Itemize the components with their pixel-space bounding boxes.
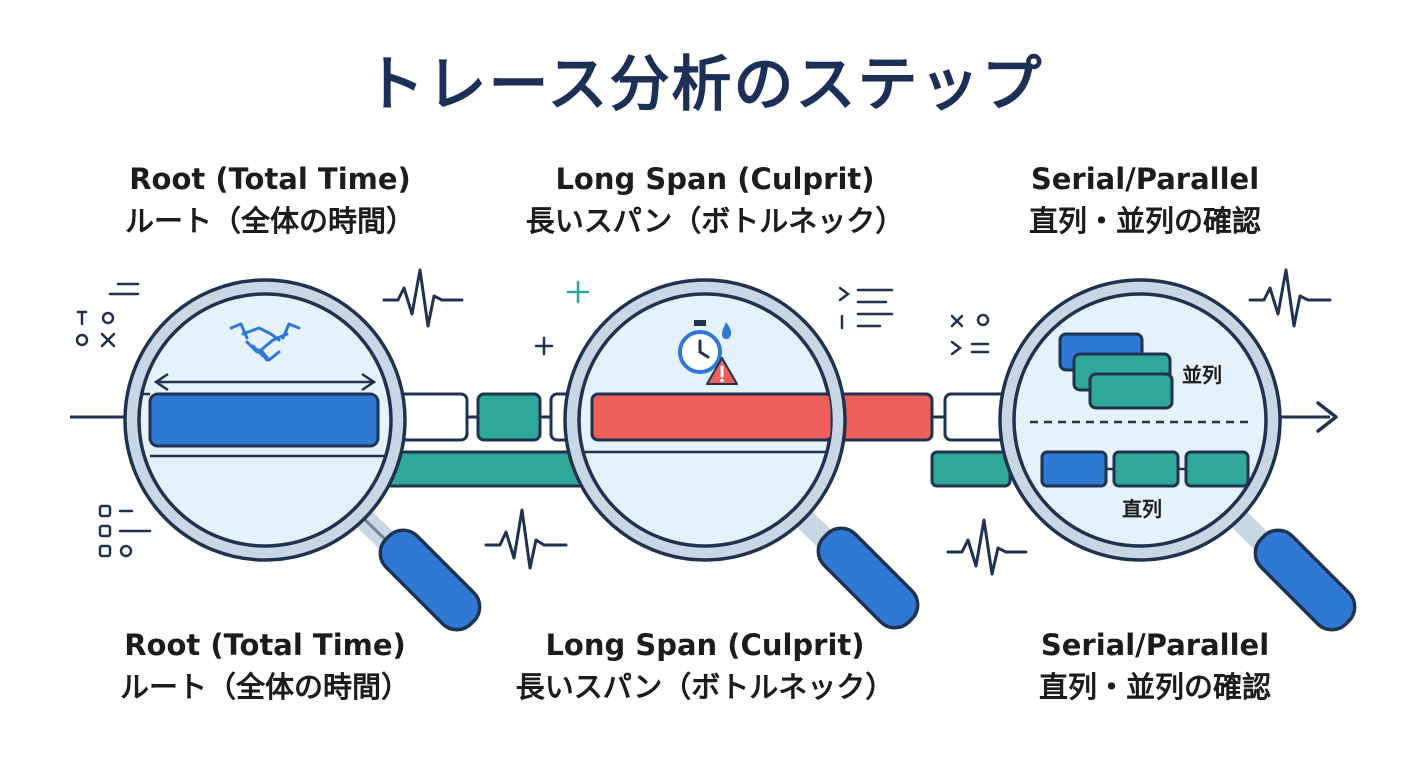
symbols-icon [950,313,990,356]
step-2-en-bottom: Long Span (Culprit) [545,628,865,662]
step-3-en-top: Serial/Parallel [1030,162,1260,196]
serial-span-2 [1112,450,1180,488]
span-teal-1 [476,392,542,442]
step-2-en-top: Long Span (Culprit) [555,162,875,196]
step-2-ja-top: 長いスパン（ボトルネック） [525,204,905,238]
background-spans [378,392,1017,488]
serial-span-1 [1040,450,1108,488]
step-2-ja-bottom: 長いスパン（ボトルネック） [515,670,895,704]
step-1-en-bottom: Root (Total Time) [124,628,406,662]
step-1-ja-bottom: ルート（全体の時間） [119,670,410,704]
step-3-ja-top: 直列・並列の確認 [1028,204,1261,238]
magnifier-1 [123,278,482,632]
waveform-icon [1248,268,1332,328]
magnifier-2-handle [816,526,920,630]
page-title: トレース分析のステップ [364,50,1044,120]
total-time-arrow [153,372,377,392]
handshake-icon [229,322,301,362]
parallel-span-3 [1088,372,1174,410]
step-3-en-bottom: Serial/Parallel [1040,628,1270,662]
magnifier-3: 並列 直列 [998,278,1357,632]
step-3-label-bottom: Serial/Parallel 直列・並列の確認 [965,624,1345,708]
symbols-icon [75,282,140,348]
step-2-label-top: Long Span (Culprit) 長いスパン（ボトルネック） [525,158,905,242]
step-1-label-bottom: Root (Total Time) ルート（全体の時間） [75,624,455,708]
step-3-label-top: Serial/Parallel 直列・並列の確認 [955,158,1335,242]
warning-icon [706,357,738,385]
step-1-ja-top: ルート（全体の時間） [124,204,415,238]
span-teal-long [378,450,602,488]
serial-label: 直列 [1122,497,1162,521]
step-1-label-top: Root (Total Time) ルート（全体の時間） [80,158,460,242]
magnifier-2 [563,278,920,630]
magnifier-3-handle [1253,528,1357,632]
stopwatch-icon [678,320,732,374]
step-3-ja-bottom: 直列・並列の確認 [1038,670,1271,704]
serial-span-3 [1184,450,1250,488]
step-2-label-bottom: Long Span (Culprit) 長いスパン（ボトルネック） [515,624,895,708]
list-icon [98,504,152,558]
long-span-red [590,392,831,442]
root-span [148,392,380,448]
code-list-icon [838,286,894,330]
waveform-icon [946,518,1028,576]
waveform-icon [382,268,464,328]
magnifier-1-handle [378,528,482,632]
step-1-en-top: Root (Total Time) [129,162,411,196]
parallel-label: 並列 [1182,363,1222,387]
span-teal-right [930,450,1012,488]
plus-icon [534,280,590,356]
waveform-icon [484,508,568,570]
